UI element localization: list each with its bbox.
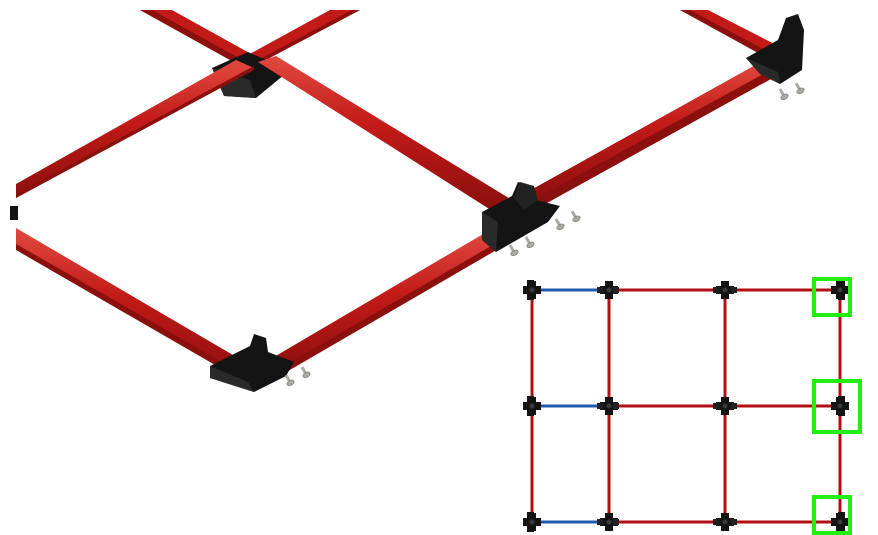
plan-bracket (831, 396, 849, 416)
screw (554, 218, 565, 231)
screw-groups (284, 82, 805, 387)
screw (794, 82, 805, 95)
plan-bracket (716, 397, 734, 415)
screw (570, 210, 581, 223)
rail-back-left (16, 60, 254, 198)
screw-group-2 (508, 210, 581, 257)
highlight-box-3 (812, 495, 852, 535)
rail-diagonal (258, 56, 512, 214)
screw-group-1 (778, 82, 805, 101)
plan-bracket (831, 512, 849, 532)
plan-bracket (600, 397, 618, 415)
rail-left-stub (10, 206, 18, 220)
plan-fastener (713, 287, 719, 293)
plan-bracket (523, 280, 541, 300)
plan-bracket (523, 512, 541, 532)
plan-fastener (613, 403, 619, 409)
plan-fastener (731, 287, 737, 293)
rail-front-right (520, 58, 780, 208)
plan-fastener (597, 519, 603, 525)
plan-bracket (831, 280, 849, 300)
plan-fastener (713, 403, 719, 409)
plan-bracket (600, 281, 618, 299)
plan-fastener (731, 519, 737, 525)
plan-bracket (523, 396, 541, 416)
plan-bracket (716, 281, 734, 299)
rail-cross-top (140, 10, 360, 70)
plan-bracket (716, 513, 734, 531)
plan-fastener (731, 403, 737, 409)
isometric-frame-view (10, 10, 805, 392)
plan-fastener (597, 403, 603, 409)
rail-front-connect (262, 230, 500, 378)
rail-front-left (16, 228, 262, 384)
plan-fastener (597, 287, 603, 293)
highlight-box-1 (812, 277, 852, 317)
plan-bracket (600, 513, 618, 531)
plan-fastener (613, 519, 619, 525)
plan-fastener (613, 287, 619, 293)
screw (284, 374, 295, 387)
top-plan-view (523, 277, 862, 535)
screw (524, 236, 535, 249)
plan-fastener (713, 519, 719, 525)
bracket-mid-right (482, 182, 560, 252)
screw (300, 366, 311, 379)
bracket-front-corner (210, 334, 294, 392)
screw-group-3 (284, 366, 311, 387)
screw (508, 244, 519, 257)
bracket-far-right (746, 14, 804, 84)
highlight-box-2 (812, 379, 862, 434)
screw (778, 88, 789, 101)
